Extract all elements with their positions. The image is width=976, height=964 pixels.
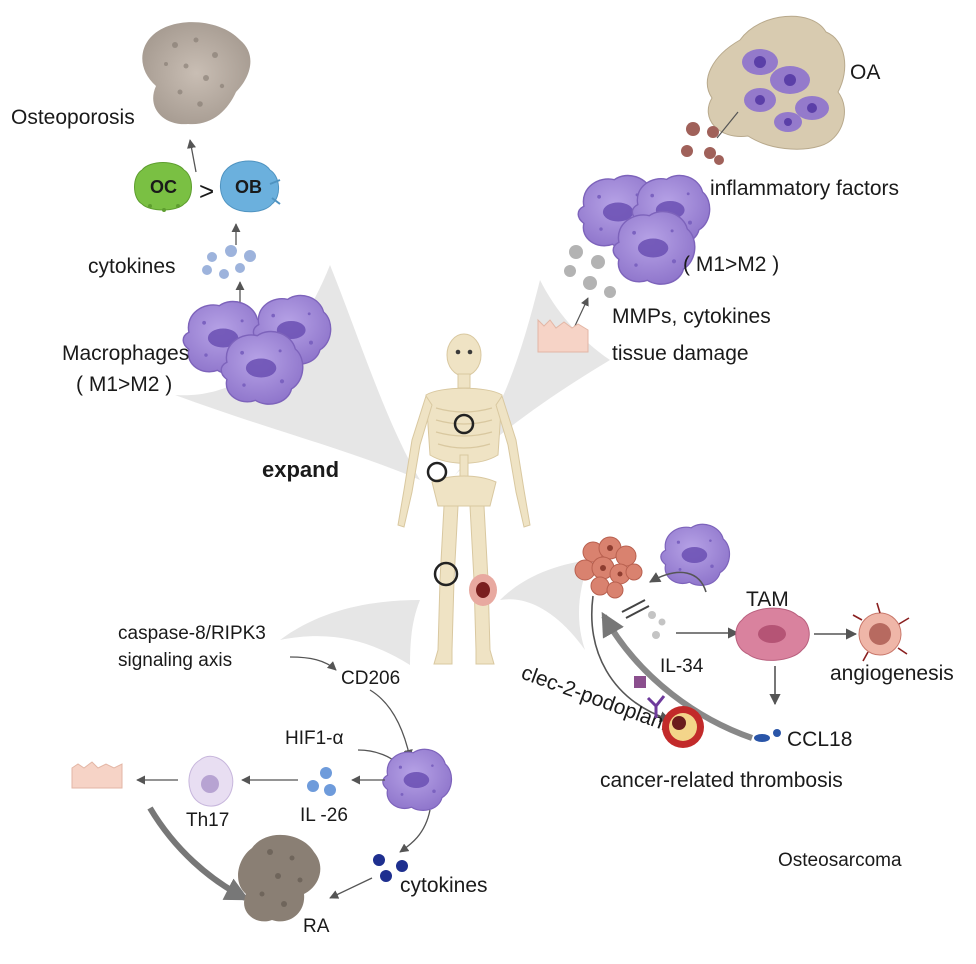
knee-tumor-icon [469,574,497,606]
il34-label: IL-34 [660,656,704,677]
marker-circle-hip [426,461,448,483]
mmp-dots [564,245,616,298]
cytokine-dots-bottom [373,854,408,882]
ccl18-dots [754,729,781,742]
th17-cell-icon [188,755,234,807]
tumor-cell-cluster-icon [574,536,643,599]
cd206-label: CD206 [341,668,400,689]
osteoporosis-panel: Osteoporosis OC > OB cytokines Macrophag… [11,22,332,405]
osteosarcoma-label: Osteosarcoma [778,850,902,871]
cytokines-top-label: cytokines [88,255,176,278]
mmps-cytokines-label: MMPs, cytokines [612,305,771,328]
macrophage-ra-icon [382,748,453,812]
greater-than-symbol: > [199,176,214,206]
inflammatory-factor-dots [681,122,724,165]
arrow-damage-to-mmps [573,297,589,329]
il26-dots [307,767,336,796]
skeleton-figure [397,333,531,665]
marker-circle-knee [433,561,459,587]
osteoblast-cell-icon [220,160,281,213]
ccl18-label: CCL18 [787,728,852,751]
signaling-axis-label: signaling axis [118,650,232,671]
hif1-label: HIF1-α [285,728,344,749]
damaged-tissue-icon [537,318,589,353]
tam-cell-icon [735,607,810,661]
oa-bone-icon [706,15,846,150]
arrow-tumor-to-thrombosis [591,595,672,723]
porous-bone-icon [142,22,251,125]
ob-label: OB [235,177,262,197]
arrow-to-osteoporosis [187,139,197,173]
damaged-tissue-ra-icon [71,761,123,789]
arrow-cd206-to-macrophage [369,689,413,759]
thrombosis-label: cancer-related thrombosis [600,769,843,792]
ra-panel: caspase-8/RIPK3 signaling axis CD206 HIF… [71,623,488,937]
thrombosis-vessel-icon [662,706,704,748]
osteoporosis-label: Osteoporosis [11,106,135,129]
cytokine-dots-top [202,245,256,279]
th17-label: Th17 [186,810,229,831]
ra-label: RA [303,916,330,937]
clec2-podoplanin-label: clec-2-podoplanin [518,661,682,739]
oa-label: OA [850,61,880,84]
arrow-macrophage-to-cytokines [399,809,431,853]
line-factors-to-oa [716,111,739,139]
m1m2-left-label: ( M1>M2 ) [76,373,172,396]
il34-dots [648,611,666,639]
macrophages-label: Macrophages [62,342,189,365]
arrow-caspase-to-cd206 [289,656,337,671]
cytokines-bottom-label: cytokines [400,874,488,897]
tissue-damage-label: tissue damage [612,342,749,365]
expand-label: expand [262,457,339,482]
marker-circle-spine [453,413,475,435]
tam-label: TAM [746,588,789,611]
osteoclast-cell-icon [134,162,192,212]
arrow-tissue-to-ra [147,806,250,901]
il26-label: IL -26 [300,805,348,826]
m1m2-right-label: ( M1>M2 ) [683,253,779,276]
podoplanin-receptor-icon [634,676,666,718]
caspase-label: caspase-8/RIPK3 [118,623,266,644]
arrow-cytokines-to-ra [329,877,373,899]
inhibition-marks [621,599,650,619]
ra-bone-icon [238,834,321,922]
angiogenesis-icon [852,602,910,662]
oa-panel: OA inflammatory factors ( M1>M2 ) MMPs, … [537,15,899,365]
arrow-ccl18-to-tumor [601,611,753,741]
osteosarcoma-panel: IL-34 TAM angiogenesis CCL18 clec-2-podo… [518,523,954,871]
arrow-il34-feedback [649,571,707,593]
oc-label: OC [150,177,177,197]
inflammatory-factors-label: inflammatory factors [710,177,899,200]
angiogenesis-label: angiogenesis [830,662,954,685]
